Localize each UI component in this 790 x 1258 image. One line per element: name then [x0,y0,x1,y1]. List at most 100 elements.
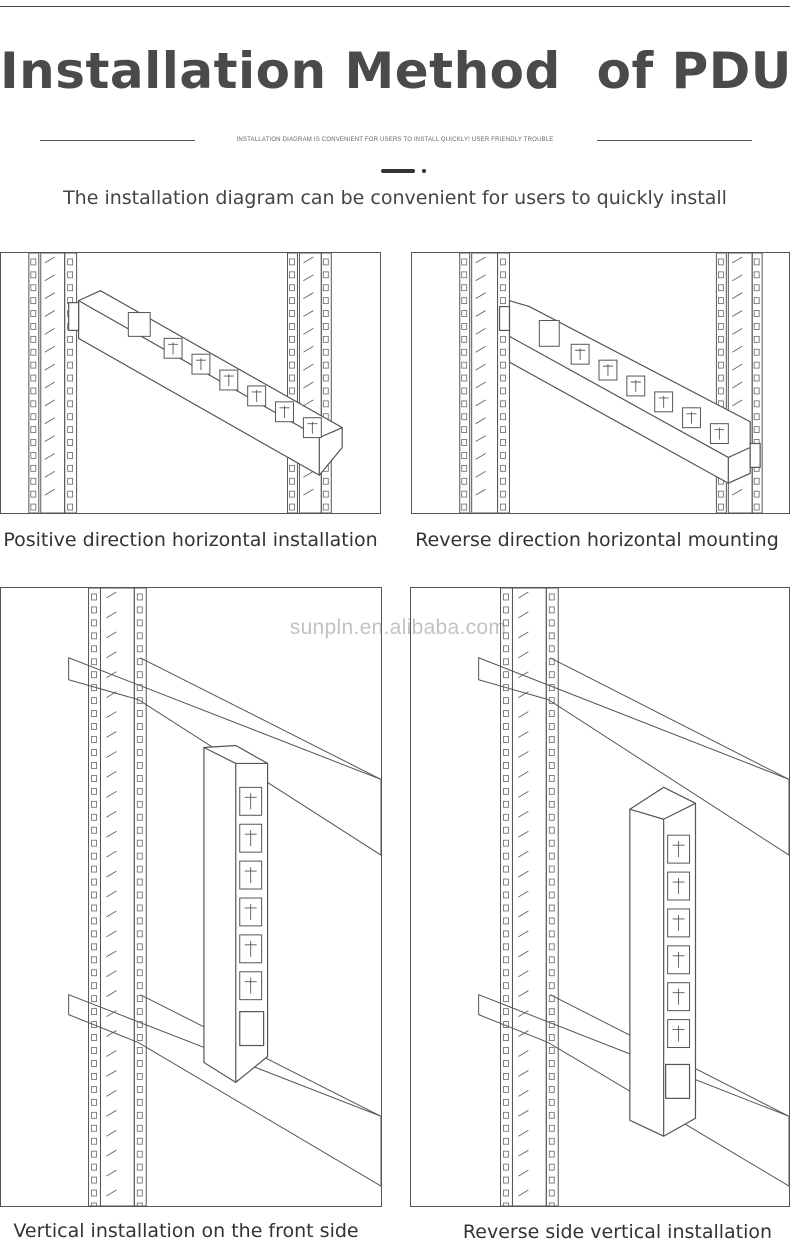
rail-hook [518,870,529,878]
rail-slot [548,619,555,627]
pdu-horizontal-positive-icon [28,253,343,513]
rail-hook [475,381,486,389]
small-caption: INSTALLATION DIAGRAM IS CONVENIENT FOR U… [236,137,554,143]
rail-slot [136,606,143,614]
rail-slot [717,387,724,395]
rail-slot [136,1111,143,1119]
rail-slot [136,904,143,912]
rail-slot [322,400,329,408]
socket-pins [244,793,257,810]
rail-slot [136,1008,143,1016]
rail-slot [67,348,74,356]
rail-hook [475,345,486,353]
rail-hook [106,990,117,998]
rail-slot [503,1073,509,1080]
rail-slot [461,335,468,343]
rail-slot [289,490,295,498]
rail-slot [136,645,143,653]
rail-slot [91,606,97,614]
rail-slot [503,1163,509,1171]
rail-slot [503,1021,509,1028]
rail-slot [67,503,74,511]
rail-hook [518,1129,529,1137]
rail-slot [461,258,468,266]
rail-slot [461,400,468,408]
rail-hook [475,453,486,460]
rail-slot [717,335,724,343]
rail-slot [67,439,74,446]
rail-slot [548,995,555,1003]
rail-hook [44,328,55,335]
rail-slot [503,697,509,705]
rail-slot [717,361,724,369]
rail-hook [106,771,117,778]
rail-slot [753,387,760,395]
rail-hook [303,274,314,282]
rail-slot [753,361,760,369]
rail-slot [548,813,555,821]
rail-slot [717,271,724,279]
rail-hook [106,671,117,679]
rail-slot [91,865,97,873]
rail-slot [91,1047,97,1054]
rail-slot [461,284,468,292]
rail-slot [322,297,329,305]
rail-hook [106,790,117,798]
rail-slot [503,658,509,666]
rail-slot [548,645,555,653]
rail-slot [136,826,143,834]
rail-slot [91,1176,97,1184]
rail-slot [289,348,295,356]
rail-slot [30,374,37,382]
rail-slot [753,323,760,330]
rail-slot [136,878,143,886]
rail-slot [91,800,97,808]
rail-slot [67,400,74,408]
socket-pins [630,380,641,392]
rail-slot [30,284,37,292]
rail-hook [106,611,117,619]
rail-slot [503,982,509,990]
rail-slot [67,258,74,266]
rail-slot [548,982,555,990]
rail-slot [753,413,760,421]
rail-slot [548,1047,555,1054]
rail-slot [500,464,506,472]
socket-pins [672,988,685,1005]
rail-hook [106,1010,117,1017]
rail-slot [461,477,468,485]
rail-slot [503,787,509,795]
rail-slot [289,477,295,485]
rail-slot [461,271,468,279]
rail-slot [548,865,555,873]
rail-slot [548,852,555,860]
rail-slot [461,426,468,434]
rail-hook [106,910,117,918]
rail-hook [44,417,55,425]
rail-slot [30,310,37,317]
rail-slot [753,271,760,279]
rail-slot [322,271,329,279]
rail-slot [548,1073,555,1080]
rail-slot [30,297,37,305]
rail-slot [753,490,760,498]
rail-slot [503,1202,509,1206]
rail-slot [503,800,509,808]
rail-slot [91,826,97,834]
rail-slot [500,452,506,459]
rail-slot [548,839,555,847]
rail-slot [548,891,555,899]
rail-slot [289,387,295,395]
rail-slot [461,387,468,395]
rail-slot [91,593,97,601]
socket-pins [279,405,290,418]
rail-hook [518,850,529,858]
rail-slot [67,477,74,485]
socket-pins [251,389,262,402]
rail-hook [518,771,529,778]
socket-pins [244,867,257,884]
rail-hook [44,470,55,478]
rail-slot [136,865,143,873]
rail-slot [548,593,555,601]
rail-slot [500,374,506,382]
